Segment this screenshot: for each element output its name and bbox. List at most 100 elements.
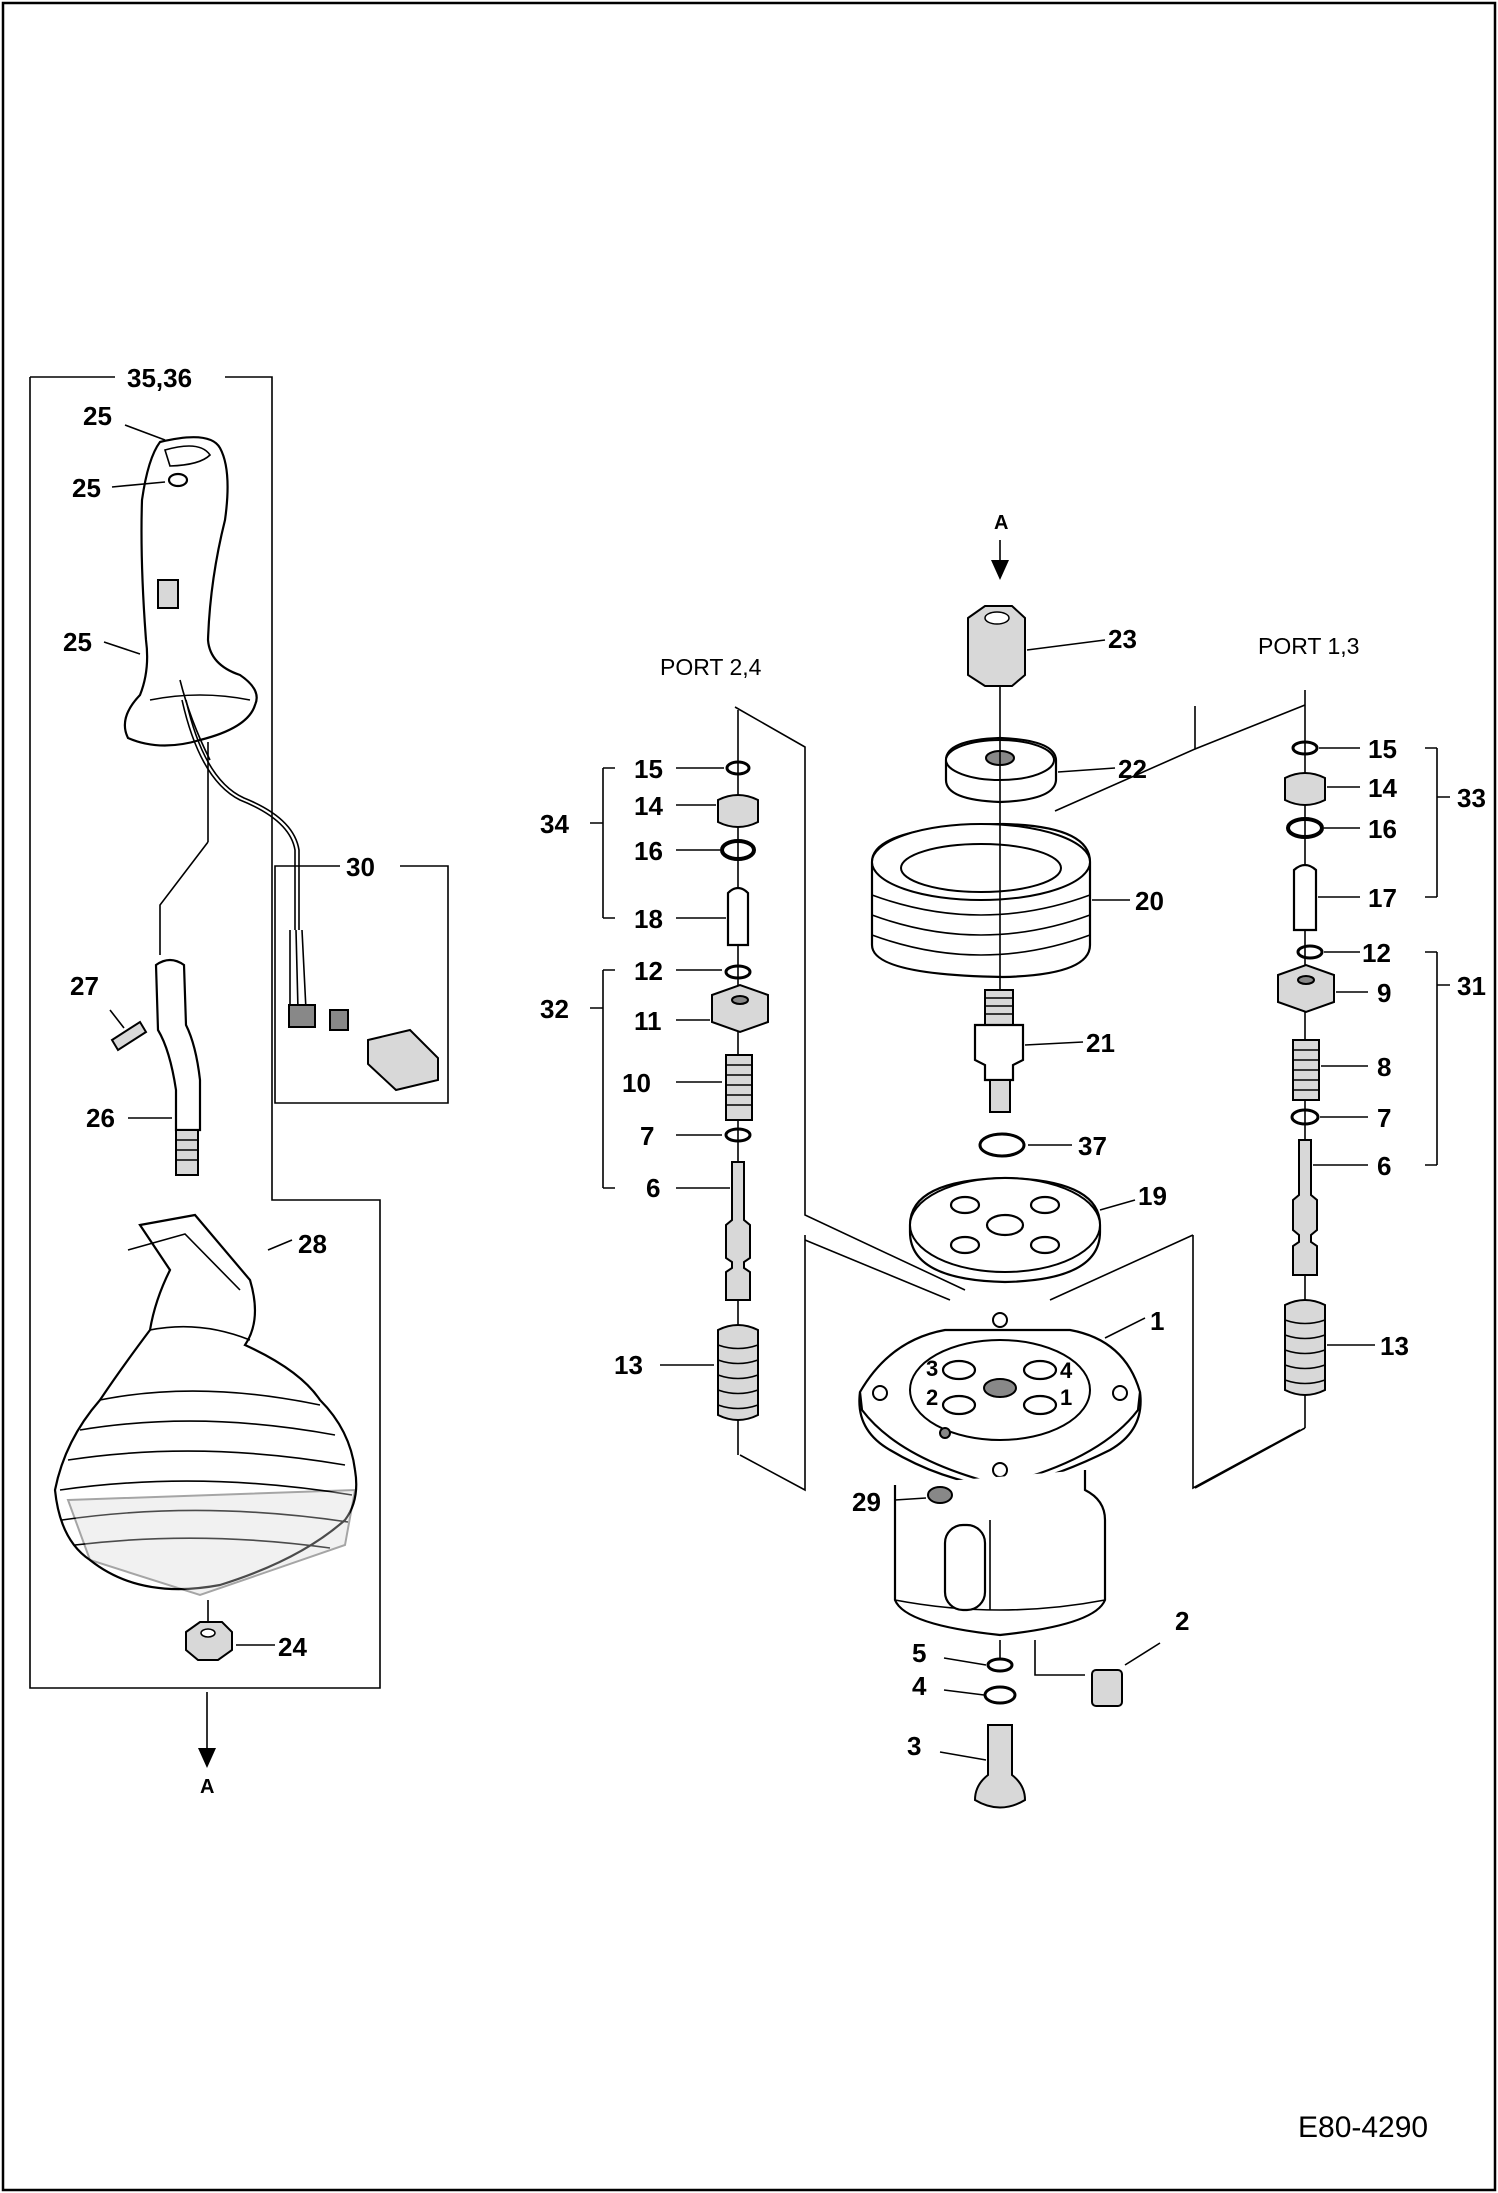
lever-shaft-part (154, 958, 202, 1132)
plug-29-part (927, 1486, 953, 1504)
leader-28 (267, 1239, 293, 1251)
callout-9: 9 (1377, 978, 1391, 1008)
leader-22 (1057, 767, 1116, 773)
leader-19 (1099, 1199, 1136, 1211)
seat-9 (1277, 963, 1335, 1014)
callout-15-right: 15 (1368, 734, 1397, 764)
callout-32: 32 (540, 994, 569, 1024)
port-2-4-stack: PORT 2,4 15 14 16 18 34 12 11 10 7 6 (540, 654, 769, 1455)
callout-11: 11 (634, 1006, 662, 1036)
push-rod-17 (1292, 863, 1318, 932)
ring-7-left (724, 1127, 752, 1143)
ring-12-left (724, 964, 752, 980)
callout-26: 26 (86, 1103, 115, 1133)
callout-5: 5 (912, 1638, 926, 1668)
nut-23-part (967, 605, 1026, 687)
callout-12-right: 12 (1362, 938, 1391, 968)
leader-25a (124, 424, 166, 441)
oring-16-right (1286, 817, 1324, 839)
leader-29 (894, 1497, 927, 1501)
callout-2: 2 (1175, 1606, 1189, 1636)
port-number-3: 3 (926, 1356, 938, 1381)
joint-21-part (973, 1023, 1025, 1082)
callout-19: 19 (1138, 1181, 1167, 1211)
joint-thread-shape (984, 989, 1014, 1026)
valve-body-assembly: A 23 22 20 21 37 (734, 512, 1301, 1809)
rubber-boot-part (53, 1213, 358, 1591)
spring-13-left (717, 1324, 759, 1421)
leader-2 (1124, 1642, 1161, 1666)
port-1-3-stack: PORT 1,3 15 14 16 17 33 12 9 8 7 6 (1258, 633, 1486, 1428)
callout-13-left: 13 (614, 1350, 643, 1380)
callout-3: 3 (907, 1731, 921, 1761)
callout-22: 22 (1118, 754, 1147, 784)
callout-6-left: 6 (646, 1173, 660, 1203)
leader-4 (943, 1689, 985, 1696)
callout-34: 34 (540, 809, 569, 839)
ring-7-right (1290, 1108, 1320, 1126)
bush-14-left (717, 794, 759, 828)
wire-terminals-shape (288, 1004, 316, 1028)
callout-21: 21 (1086, 1028, 1115, 1058)
callout-20: 20 (1135, 886, 1164, 916)
arrow-down-icon (198, 1748, 216, 1768)
oring-16-left (720, 839, 756, 861)
callout-18: 18 (634, 904, 663, 934)
callout-16-left: 16 (634, 836, 663, 866)
nut-24-part (185, 1621, 233, 1661)
oring-15-right (1291, 740, 1319, 756)
connector-box-30 (274, 865, 449, 1104)
port-number-2: 2 (926, 1385, 938, 1410)
shaft-thread-shape (175, 1129, 199, 1176)
callout-37: 37 (1078, 1131, 1107, 1161)
leader-21 (1024, 1041, 1084, 1046)
view-marker-bottom: A (200, 1776, 214, 1798)
handle-cable (181, 699, 296, 930)
grip-top-button-shape (163, 445, 212, 467)
ring-4-part (983, 1685, 1017, 1705)
callout-7-right: 7 (1377, 1103, 1391, 1133)
spring-13-right (1284, 1299, 1326, 1396)
joint-bottom-shape (989, 1079, 1011, 1113)
callout-15-left: 15 (634, 754, 663, 784)
port-number-4: 4 (1060, 1358, 1073, 1383)
grip-round-button-shape (167, 472, 189, 488)
callout-7-left: 7 (640, 1121, 654, 1151)
callout-23: 23 (1108, 624, 1137, 654)
arrow-top-icon (991, 560, 1009, 580)
leader-27 (109, 1009, 125, 1029)
callout-30: 30 (346, 852, 375, 882)
spool-6-right (1292, 1139, 1318, 1276)
callout-28: 28 (298, 1229, 327, 1259)
ring-37-part (978, 1132, 1026, 1158)
seat-11 (711, 983, 769, 1034)
plug-3-part (973, 1724, 1027, 1809)
callout-1: 1 (1150, 1306, 1164, 1336)
callout-17: 17 (1368, 883, 1397, 913)
plug-connector-shape (367, 1028, 439, 1092)
callout-35-36: 35,36 (127, 363, 192, 393)
terminal-clip-shape (329, 1009, 349, 1031)
port-right-label: PORT 1,3 (1258, 633, 1359, 659)
callout-8: 8 (1377, 1052, 1391, 1082)
leader-5 (943, 1657, 987, 1666)
leader-25b (111, 481, 166, 488)
plug-2-part (1091, 1669, 1123, 1707)
callout-10: 10 (622, 1068, 651, 1098)
callout-31: 31 (1457, 971, 1486, 1001)
callout-27: 27 (70, 971, 99, 1001)
callout-29: 29 (852, 1487, 881, 1517)
bush-14-right (1284, 772, 1326, 806)
spring-10 (725, 1054, 753, 1121)
callout-25b: 25 (72, 473, 101, 503)
spool-6-left (725, 1161, 751, 1301)
port-number-1: 1 (1060, 1385, 1072, 1410)
callout-24: 24 (278, 1632, 307, 1662)
leader-25c (103, 641, 141, 655)
grip-handle-part (123, 436, 258, 747)
push-rod-18 (726, 886, 750, 947)
leader-1 (1104, 1317, 1146, 1339)
grip-switch-shape (157, 579, 179, 609)
oring-15-left (725, 760, 751, 776)
